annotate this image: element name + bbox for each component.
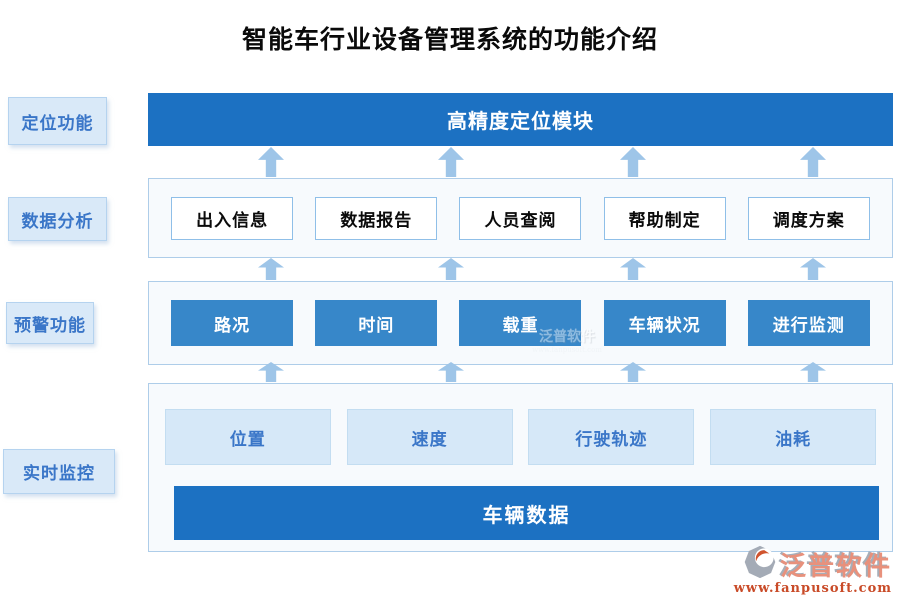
warning-item-box: 路况 xyxy=(171,300,294,346)
vehicle-data-label: 车辆数据 xyxy=(482,502,571,527)
warning-item-box: 进行监测 xyxy=(747,300,870,346)
fanpu-logo-icon xyxy=(742,545,778,583)
diagram-main-column: 高精度定位模块 出入信息 数据报告 人员查阅 帮助制定 调度方案 xyxy=(148,0,893,600)
warning-item-label: 路况 xyxy=(214,315,251,336)
side-label-monitoring-text: 实时监控 xyxy=(23,464,95,484)
up-arrow-icon xyxy=(620,258,646,280)
monitoring-item-box: 速度 xyxy=(346,409,513,465)
analysis-item-label: 人员查阅 xyxy=(484,210,557,231)
warning-item-label: 载重 xyxy=(502,315,539,336)
monitoring-item-box: 油耗 xyxy=(710,409,877,465)
analysis-item-label: 调度方案 xyxy=(772,210,845,231)
warning-item-label: 时间 xyxy=(358,315,395,336)
warning-item-box: 时间 xyxy=(315,300,438,346)
up-arrow-icon xyxy=(620,147,646,177)
side-label-warning: 预警功能 xyxy=(6,302,94,344)
monitoring-item-label: 速度 xyxy=(411,429,448,450)
monitoring-item-box: 位置 xyxy=(164,409,331,465)
warning-item-box: 车辆状况 xyxy=(603,300,726,346)
brand-row: 泛普软件 xyxy=(734,545,892,583)
up-arrow-icon xyxy=(800,362,826,382)
warning-item-label: 进行监测 xyxy=(772,315,845,336)
brand-name-text: 泛普软件 xyxy=(779,551,892,582)
brand-url-text: www.fanpusoft.com xyxy=(733,581,892,596)
warning-panel: 路况 时间 载重 车辆状况 进行监测 xyxy=(148,281,893,365)
page-title: 智能车行业设备管理系统的功能介绍 xyxy=(241,25,658,54)
analysis-item-label: 帮助制定 xyxy=(628,210,701,231)
monitoring-items-row: 位置 速度 行驶轨迹 油耗 xyxy=(149,409,892,465)
up-arrow-icon xyxy=(258,258,284,280)
up-arrow-icon xyxy=(800,258,826,280)
warning-item-box: 载重 xyxy=(459,300,582,346)
analysis-item-box: 数据报告 xyxy=(315,196,438,240)
side-label-data-analysis-text: 数据分析 xyxy=(21,211,94,232)
arrow-row-middle xyxy=(148,258,893,280)
analysis-item-box: 出入信息 xyxy=(171,196,294,240)
up-arrow-icon xyxy=(258,362,284,382)
up-arrow-icon xyxy=(438,147,464,177)
side-label-positioning: 定位功能 xyxy=(8,97,107,145)
analysis-item-label: 出入信息 xyxy=(196,210,269,231)
analysis-item-box: 人员查阅 xyxy=(459,196,582,240)
up-arrow-icon xyxy=(438,258,464,280)
up-arrow-icon xyxy=(438,362,464,382)
up-arrow-icon xyxy=(258,147,284,177)
side-label-positioning-text: 定位功能 xyxy=(21,113,94,134)
warning-item-label: 车辆状况 xyxy=(628,315,701,336)
side-label-data-analysis: 数据分析 xyxy=(8,197,107,241)
monitoring-item-label: 行驶轨迹 xyxy=(575,429,648,450)
up-arrow-icon xyxy=(800,147,826,177)
analysis-item-box: 帮助制定 xyxy=(603,196,726,240)
monitoring-item-label: 位置 xyxy=(229,429,266,450)
brand-footer: 泛普软件 www.fanpusoft.com xyxy=(734,545,892,596)
arrow-row-top xyxy=(148,147,893,177)
up-arrow-icon xyxy=(620,362,646,382)
monitoring-item-box: 行驶轨迹 xyxy=(528,409,695,465)
monitoring-panel: 位置 速度 行驶轨迹 油耗 车辆数据 xyxy=(148,383,893,552)
positioning-module-label: 高精度定位模块 xyxy=(447,109,594,133)
data-analysis-panel: 出入信息 数据报告 人员查阅 帮助制定 调度方案 xyxy=(148,178,893,258)
analysis-item-label: 数据报告 xyxy=(340,210,413,231)
side-label-warning-text: 预警功能 xyxy=(14,315,86,336)
analysis-item-box: 调度方案 xyxy=(747,196,870,240)
vehicle-data-bar: 车辆数据 xyxy=(174,486,879,540)
positioning-module-bar: 高精度定位模块 xyxy=(148,93,893,146)
arrow-row-bottom xyxy=(148,362,893,382)
side-label-monitoring: 实时监控 xyxy=(3,449,115,494)
monitoring-item-label: 油耗 xyxy=(775,429,812,450)
